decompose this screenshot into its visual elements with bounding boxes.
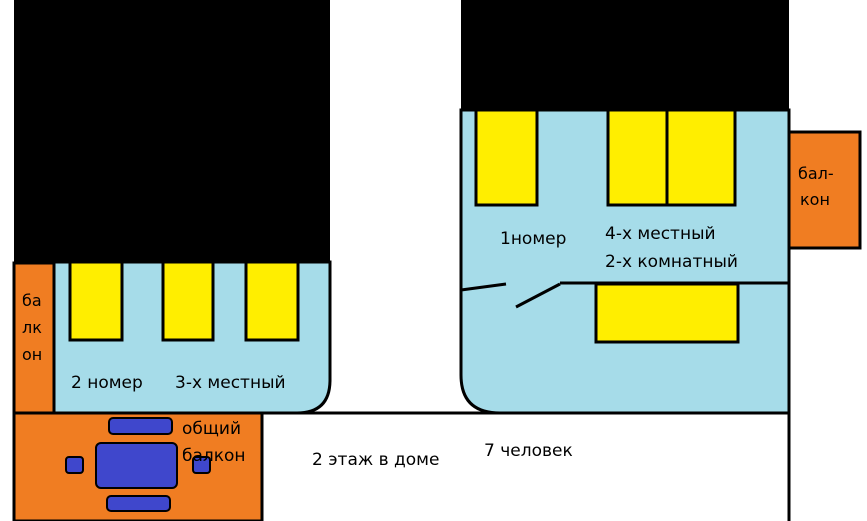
right-balcony — [787, 130, 862, 250]
dark-area-left — [14, 0, 330, 262]
common-balcony-label-1: общий — [182, 419, 241, 439]
right-balcony-label-2: кон — [800, 190, 830, 209]
common-balcony-label-2: балкон — [182, 446, 246, 466]
chair — [65, 456, 84, 474]
chair — [108, 417, 173, 435]
bed — [606, 108, 669, 207]
table — [95, 442, 178, 489]
right-balcony-label-1: бал- — [798, 164, 834, 183]
hall-outline — [262, 411, 791, 521]
bed — [68, 260, 124, 342]
people-label: 7 человек — [484, 441, 573, 461]
chair — [106, 495, 171, 512]
left-balcony-label-2: лк — [22, 318, 42, 337]
door — [515, 282, 561, 309]
bed — [474, 108, 539, 207]
bed — [665, 108, 737, 207]
partition-wall — [460, 282, 507, 292]
bed — [244, 260, 300, 342]
room1-rooms-label: 2-х комнатный — [605, 252, 738, 272]
room1-number-label: 1номер — [500, 229, 567, 249]
bed — [161, 260, 215, 342]
room2-number-label: 2 номер — [71, 373, 143, 393]
left-balcony-label-1: ба — [22, 291, 42, 310]
floor-label: 2 этаж в доме — [312, 450, 440, 470]
room2-capacity-label: 3-х местный — [175, 373, 286, 393]
bed — [594, 282, 740, 344]
dark-area-right — [461, 0, 789, 110]
left-balcony-label-3: он — [22, 345, 43, 364]
chair — [192, 456, 211, 474]
room1-capacity-label: 4-х местный — [605, 224, 716, 244]
left-balcony — [12, 261, 56, 415]
